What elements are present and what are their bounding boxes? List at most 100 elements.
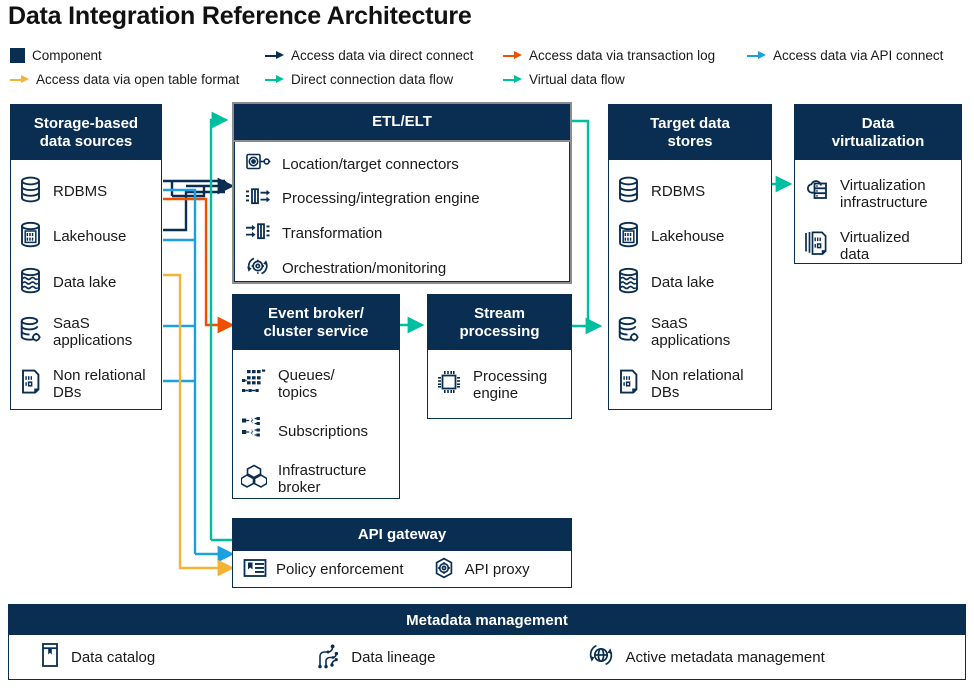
arrow-right-icon [747,49,766,62]
list-item-label: Lakehouse [651,228,725,246]
virtual-data-icon [803,230,829,262]
list-item[interactable]: Non relational DBs [617,358,763,410]
panel-header: API gateway [233,519,571,551]
legend-label: Virtual data flow [529,72,625,87]
panel-stream-processing[interactable]: Stream processing Processing [427,294,572,419]
list-item[interactable]: Data lake [19,260,153,306]
list-item-label: Data lake [651,274,715,292]
legend-item-virtual-flow: Virtual data flow [503,72,625,87]
list-item[interactable]: RDBMS [19,169,153,214]
legend-item-component: Component [10,48,102,63]
panel-data-virtualization[interactable]: Data virtualization Virtualization infra… [794,104,962,264]
list-item[interactable]: Lakehouse [617,214,763,260]
list-item-label: RDBMS [651,182,706,200]
cloud-server-icon [803,178,829,210]
list-item-label: API proxy [464,561,530,579]
panel-event-broker[interactable]: Event broker/ cluster service [232,294,400,499]
panel-header: Metadata management [9,605,965,635]
panel-target-data-stores[interactable]: Target data stores RDBMS [608,104,772,410]
list-item-label: SaaS applications [53,314,133,349]
arrow-right-icon [265,49,284,62]
list-item-label: Non relational DBs [651,366,744,401]
legend-label: Direct connection data flow [291,72,454,87]
list-item[interactable]: Lakehouse [19,214,153,260]
list-item-label: Lakehouse [53,228,127,246]
list-item[interactable]: Location/target connectors [245,148,559,181]
list-item[interactable]: API proxy [432,556,530,585]
wire-transaction-log [163,197,235,334]
panel-body: Location/target connectors Processing/in… [234,142,570,282]
list-item[interactable]: Non relational DBs [19,358,153,410]
list-item[interactable]: SaaS applications [19,306,153,358]
list-item[interactable]: Queues/ topics [241,358,391,410]
panel-title-line1: Stream [474,304,525,322]
panel-api-gateway[interactable]: API gateway Policy enforcement [232,518,572,588]
list-item-label: Processing engine [473,367,548,402]
list-item-label: Virtualization infrastructure [840,176,928,211]
list-item-label: Policy enforcement [276,561,404,579]
legend-item-direct-connect: Access data via direct connect [265,48,473,63]
lakehouse-icon [19,221,42,253]
panel-title-line2: data sources [39,132,133,150]
arrow-right-icon [10,73,29,86]
panel-body: Queues/ topics Subscripti [233,350,399,498]
api-proxy-icon [432,556,456,585]
processing-engine-icon [245,185,271,212]
list-item-label: Processing/integration engine [282,189,480,207]
panel-body: Data catalog [9,635,965,679]
list-item[interactable]: Virtualized data [803,220,953,272]
list-item[interactable]: Transformation [245,216,559,251]
legend-item-open-table-format: Access data via open table format [10,72,239,87]
panel-header: Target data stores [609,105,771,160]
list-item[interactable]: Data lake [617,260,763,306]
panel-title-line2: processing [459,322,540,340]
list-item-label: Queues/ topics [278,366,335,401]
document-binary-icon [19,368,42,400]
panel-title-line2: stores [667,132,713,150]
panel-body: Policy enforcement API proxy [233,551,571,589]
legend-label: Component [32,48,102,63]
list-item[interactable]: SaaS applications [617,306,763,358]
wire-open-table-format [163,273,235,577]
lineage-icon [315,642,341,673]
list-item-label: Orchestration/monitoring [282,259,447,277]
list-item[interactable]: Virtualization infrastructure [803,168,953,220]
legend-item-api-connect: Access data via API connect [747,48,943,63]
list-item-label: Non relational DBs [53,366,146,401]
list-item-label: Infrastructure broker [278,461,367,496]
panel-etl-elt[interactable]: ETL/ELT Location/target connectors [232,102,572,284]
list-item[interactable]: Processing/integration engine [245,181,559,216]
panel-title: ETL/ELT [372,113,432,131]
panel-header: Stream processing [428,295,571,350]
list-item-label: Active metadata management [625,648,825,666]
arrow-right-icon [503,49,522,62]
list-item[interactable]: Policy enforcement [243,557,404,584]
panel-title-line1: Storage-based [33,114,139,132]
wire-api-connect [163,188,235,563]
list-item[interactable]: Infrastructure broker [240,454,391,504]
list-item[interactable]: Active metadata management [587,641,825,673]
database-gear-icon [617,316,640,348]
panel-metadata-management[interactable]: Metadata management Data catalog [8,604,966,680]
list-item-label: Data lake [53,274,117,292]
list-item[interactable]: RDBMS [617,169,763,214]
panel-header: Storage-based data sources [11,105,161,160]
database-gear-icon [19,316,42,348]
subscriptions-icon [241,416,267,448]
panel-storage-based-data-sources[interactable]: Storage-based data sources RDBMS [10,104,162,410]
chip-icon [436,369,462,401]
list-item[interactable]: Subscriptions [241,410,391,454]
database-icon [617,176,640,208]
panel-title-line1: Data [861,114,895,132]
list-item[interactable]: Data lineage [315,642,435,673]
transformation-icon [245,220,271,247]
list-item[interactable]: Orchestration/monitoring [245,251,559,286]
wire-etl-to-target [572,119,603,335]
legend-label: Access data via transaction log [529,48,716,63]
list-item[interactable]: Processing engine [436,360,563,410]
list-item-label: Data catalog [71,648,156,666]
catalog-icon [39,642,61,672]
legend-item-transaction-log: Access data via transaction log [503,48,715,63]
list-item-label: Virtualized data [840,228,910,263]
list-item[interactable]: Data catalog [39,642,155,672]
